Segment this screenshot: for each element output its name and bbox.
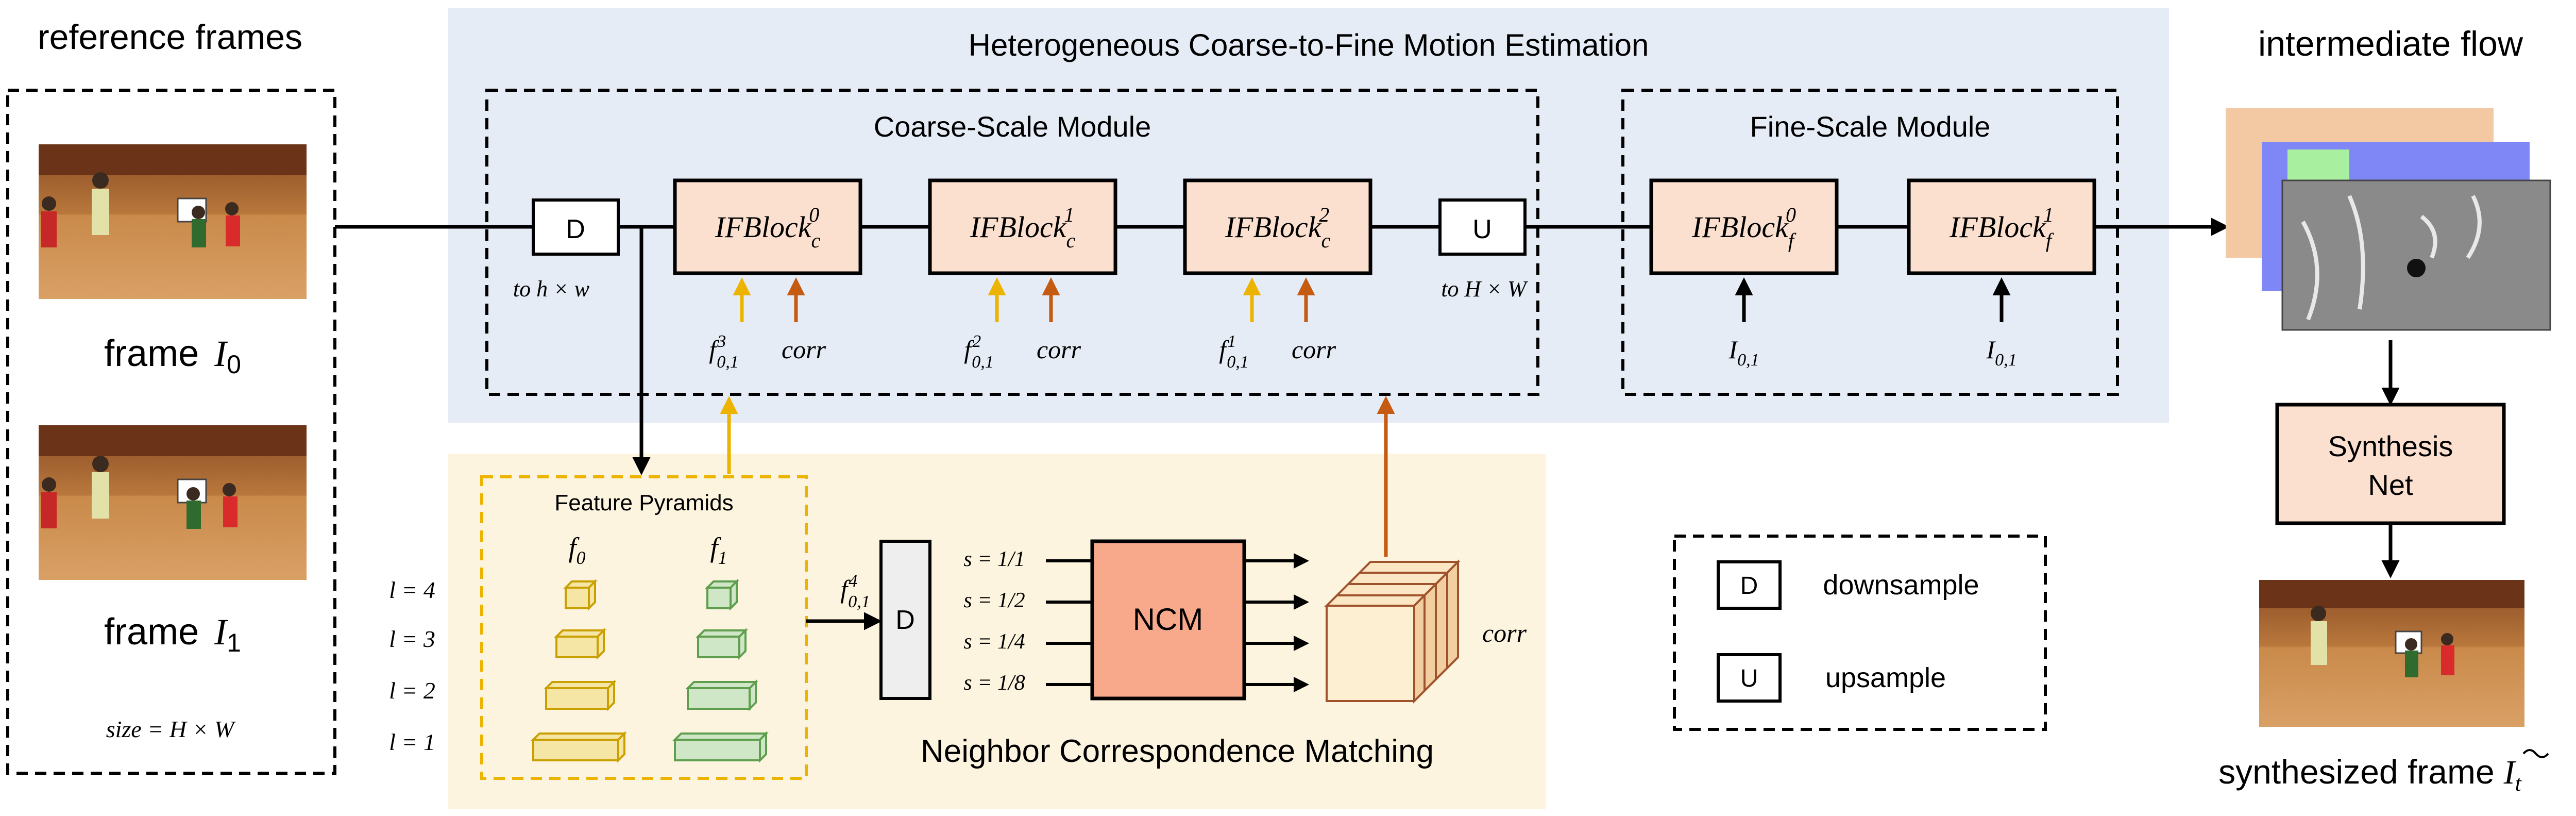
synthesized-tilde: [2522, 749, 2549, 758]
upsample-box: [1438, 198, 1527, 256]
fine-scale-module-box: [1621, 89, 2119, 396]
ifblock-coarse-1-label: IFBlockc1: [970, 203, 1076, 252]
pyramid-f0-level-1: [531, 731, 627, 763]
legend-upsample-text: upsample: [1825, 662, 1946, 693]
pyramid-level-3: l = 3: [389, 626, 435, 652]
coarse-scale-module-box: [485, 89, 1539, 396]
pyramid-f1-level-4: [705, 579, 739, 611]
svg-text:I0,1: I0,1: [1728, 335, 1759, 370]
legend-box: [1673, 535, 2047, 731]
coarse-block-1-corr: corr: [1037, 335, 1081, 364]
feature-pyramids-title: Feature Pyramids: [554, 490, 733, 515]
pyramid-f1-level-1: [672, 731, 769, 763]
downsample-caption: to h × w: [513, 276, 590, 302]
pyramid-f1-level-3: [696, 628, 748, 660]
synthesis-net-line-1: Synthesis: [2328, 430, 2453, 462]
ifblock-coarse-0-label: IFBlockc0: [715, 203, 821, 252]
pyramid-level-1: l = 1: [389, 729, 435, 755]
upsample-letter: U: [1472, 214, 1492, 244]
corr-volume-label: corr: [1482, 619, 1527, 647]
corr-volume: [1324, 559, 1461, 704]
ncm-scale-2: s = 1/2: [963, 589, 1025, 612]
frame-1-image: [39, 425, 307, 580]
reference-frames-box: [6, 89, 336, 775]
fine-block-0-input: I0,1: [1728, 277, 1759, 370]
ifblock-fine-0-label: IFBlockf0: [1691, 203, 1797, 252]
legend-upsample-letter: U: [1740, 665, 1758, 692]
coarse-block-0-corr: corr: [782, 335, 826, 364]
pyramid-f0-level-3: [554, 628, 606, 660]
ifblock-coarse-2: [1183, 178, 1372, 275]
ncm-downsample-box: [879, 540, 931, 700]
ifblock-coarse-2-label: IFBlockc2: [1225, 203, 1331, 252]
intermediate-flow-title: intermediate flow: [2258, 24, 2523, 63]
ncm-scale-input-lines: [1046, 559, 1092, 686]
frame-0-image: [39, 144, 307, 299]
svg-text:I0,1: I0,1: [1986, 335, 2016, 370]
legend-upsample-swatch: [1717, 653, 1782, 703]
reference-frames-title: reference frames: [38, 18, 302, 57]
ncm-box: [1090, 539, 1246, 701]
downsample-box: [532, 198, 620, 256]
ifblock-coarse-1: [928, 178, 1117, 275]
ncm-section-title: Neighbor Correspondence Matching: [921, 734, 1434, 769]
ifblock-coarse-0: [673, 178, 862, 275]
intermediate-flow-stack: [2226, 108, 2551, 331]
legend-downsample-letter: D: [1740, 572, 1758, 599]
pyramid-level-2: l = 2: [389, 677, 435, 704]
frame-size-label: size = H × W: [106, 716, 236, 742]
ncm-scale-4: s = 1/8: [963, 671, 1025, 695]
legend-downsample-swatch: [1717, 560, 1782, 610]
synthesis-net-box: [2275, 403, 2506, 525]
legend-downsample-text: downsample: [1823, 570, 1979, 601]
pyramid-f0-level-4: [563, 579, 598, 611]
pyramid-f0-level-2: [544, 679, 617, 711]
ncm-label: NCM: [1133, 602, 1204, 637]
fine-block-1-input: I0,1: [1986, 277, 2017, 370]
ifblock-fine-0: [1649, 178, 1839, 275]
motion-estimation-title: Heterogeneous Coarse-to-Fine Motion Esti…: [969, 28, 1649, 62]
downsample-letter: D: [566, 214, 585, 244]
ncm-output-arrows: [1244, 553, 1309, 692]
coarse-scale-title: Coarse-Scale Module: [874, 110, 1151, 143]
ncm-downsample-letter: D: [895, 605, 915, 635]
synthesized-frame-image: [2259, 580, 2524, 727]
ifblock-fine-1-label: IFBlockf1: [1949, 203, 2054, 252]
pyramid-f1-level-2: [685, 679, 758, 711]
synthesis-net-line-2: Net: [2368, 469, 2413, 501]
ncm-scale-1: s = 1/1: [963, 547, 1025, 571]
upsample-caption: to H × W: [1441, 276, 1528, 302]
pyramid-level-4: l = 4: [389, 577, 435, 603]
feature-pyramids-box: [480, 475, 808, 780]
ifblock-fine-1: [1907, 178, 2096, 275]
ncm-scale-3: s = 1/4: [963, 630, 1025, 654]
fine-scale-title: Fine-Scale Module: [1750, 110, 1991, 143]
coarse-block-2-corr: corr: [1292, 335, 1336, 364]
